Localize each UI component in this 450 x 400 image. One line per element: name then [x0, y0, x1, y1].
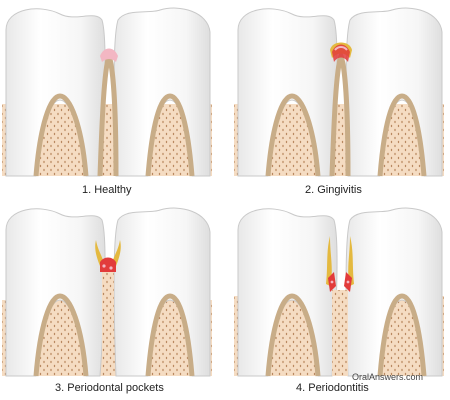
caption-periodontal-pockets: 3. Periodontal pockets	[55, 382, 164, 394]
caption-periodontitis: 4. Periodontitis	[296, 382, 369, 394]
inflamed-gum-tissue	[334, 46, 348, 51]
inflamed-gum-tissue	[100, 257, 116, 272]
caption-gingivitis: 2. Gingivitis	[305, 184, 362, 196]
gum-line	[377, 93, 427, 177]
gum-line	[33, 293, 89, 377]
tooth-right	[345, 207, 443, 377]
panel-healthy	[2, 7, 212, 177]
plaque-deposit	[95, 240, 104, 266]
plaque-deposit	[348, 236, 354, 286]
tooth-right	[113, 7, 211, 177]
gum-line	[145, 93, 195, 177]
gum-line	[265, 293, 321, 377]
panel-gingivitis	[234, 7, 444, 177]
caption-healthy: 1. Healthy	[82, 184, 132, 196]
plaque-deposit	[112, 240, 121, 266]
panel-periodontitis	[234, 207, 444, 377]
source-credit: OralAnswers.com	[352, 372, 424, 382]
gum-line	[145, 293, 195, 377]
inflamed-gum-tissue	[330, 280, 334, 284]
inflamed-gum-tissue	[346, 280, 350, 284]
plaque-deposit	[326, 236, 332, 286]
inflamed-gum-tissue	[109, 266, 113, 270]
gum-line	[265, 93, 321, 177]
healthy-gum-tissue	[100, 48, 118, 62]
receded-interdental-bone	[332, 290, 348, 376]
gum-line	[377, 293, 427, 377]
inflamed-gum-tissue	[102, 264, 106, 268]
interdental-bone	[102, 270, 114, 376]
tooth-right	[113, 207, 211, 377]
gum-line	[33, 93, 89, 177]
panel-periodontal-pockets	[2, 207, 212, 377]
